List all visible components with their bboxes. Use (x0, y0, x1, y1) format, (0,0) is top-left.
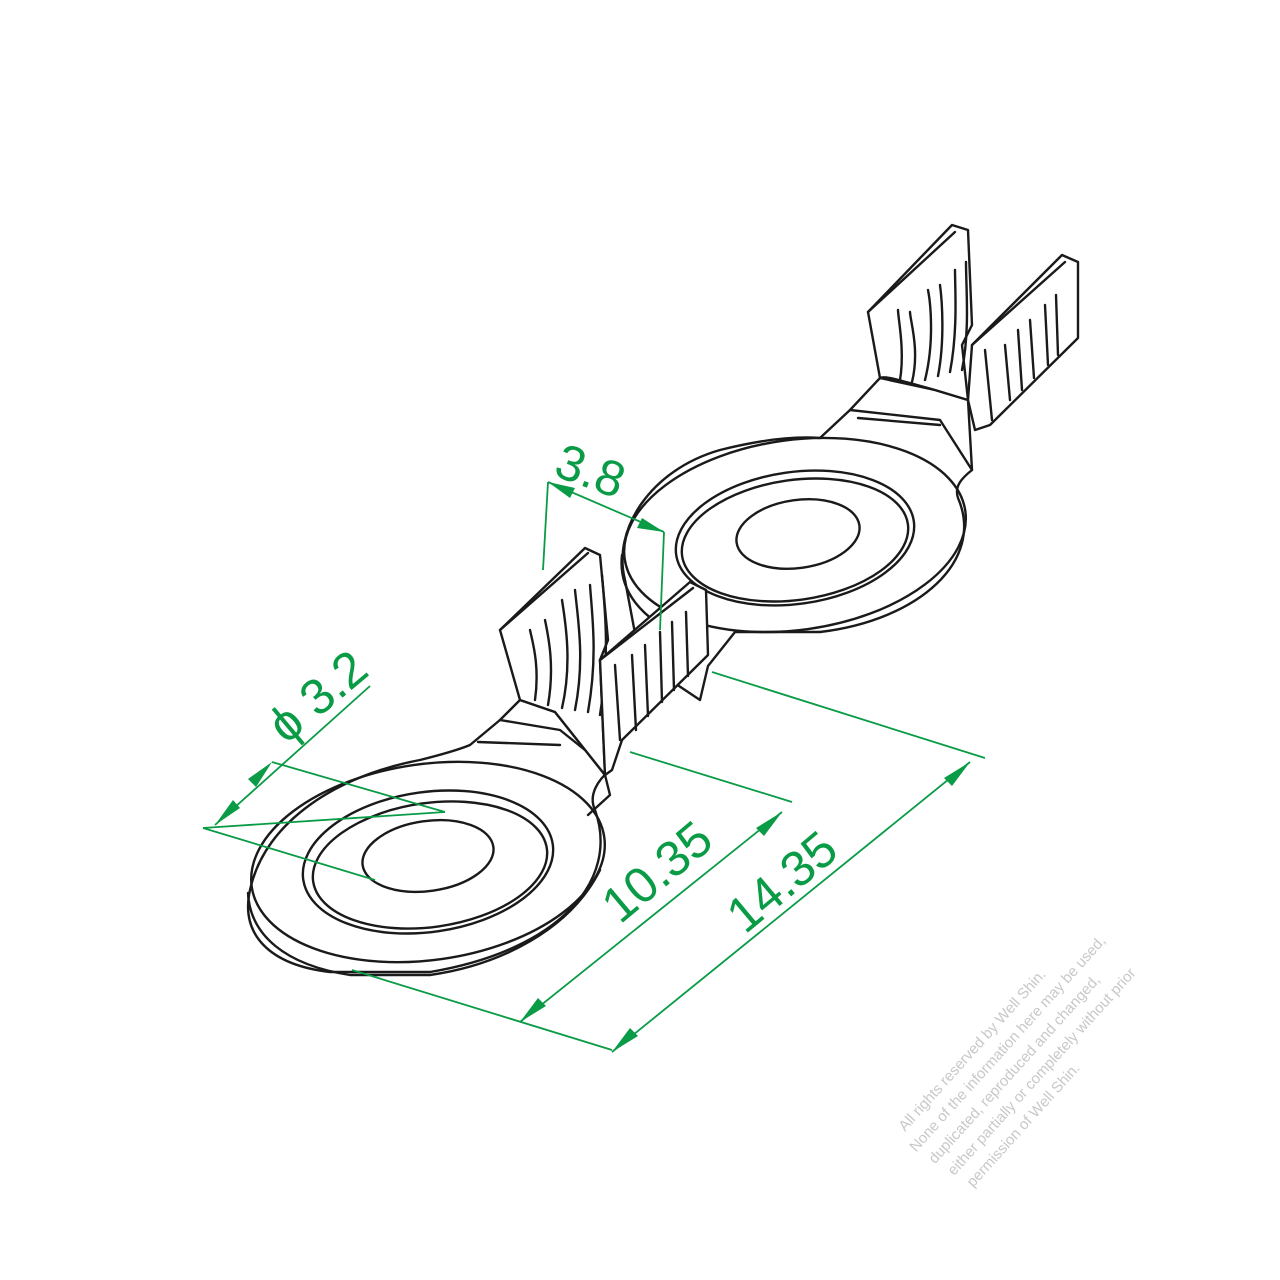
overall-length-label: 14.35 (716, 820, 848, 943)
front-terminal (246, 546, 710, 977)
pitch-length-label: 10.35 (591, 810, 723, 933)
rear-terminal (620, 223, 1080, 702)
copyright-watermark: All rights reserved by Well Shin. None o… (895, 933, 1139, 1191)
dimension-lines (202, 481, 986, 1053)
barrel-width-label: 3.8 (548, 433, 632, 509)
hole-diameter-label: ɸ 3.2 (257, 639, 378, 753)
